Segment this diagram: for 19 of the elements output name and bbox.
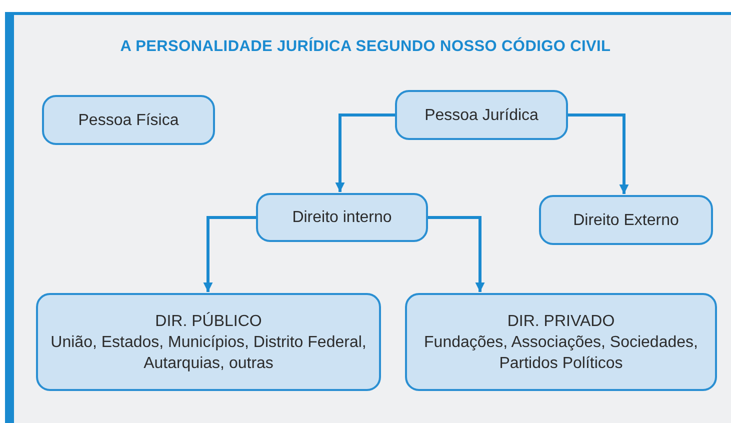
arrow	[428, 216, 485, 292]
category-box	[42, 95, 215, 145]
node-label: DIR. PÚBLICO	[155, 311, 262, 332]
category-box	[36, 293, 381, 391]
node-description: União, Estados, Municípios, Distrito Federal, Autarquias, outras	[50, 332, 368, 374]
node-label: Direito interno	[292, 208, 392, 228]
arrow	[203, 216, 256, 292]
arrow	[335, 114, 395, 192]
node-label: Pessoa Física	[78, 110, 179, 130]
title: A PERSONALIDADE JURÍDICA SEGUNDO NOSSO CÓDIGO CIVIL	[119, 38, 612, 56]
category-box	[256, 193, 428, 242]
category-box	[395, 90, 568, 140]
node-label: Pessoa Jurídica	[424, 106, 538, 126]
category-box	[405, 293, 717, 391]
arrow	[568, 114, 629, 194]
node-label: DIR. PRIVADO	[507, 312, 615, 332]
node-label: Direito Externo	[573, 210, 679, 230]
category-box	[539, 195, 713, 245]
node-description: Fundações, Associações, Sociedades, Partidos Políticos	[423, 332, 699, 374]
